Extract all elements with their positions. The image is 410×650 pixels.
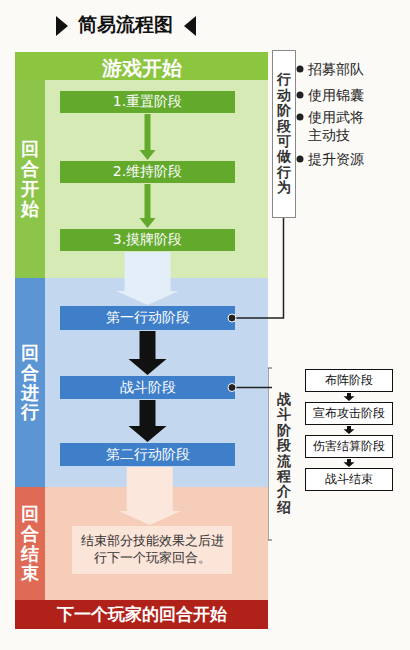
title-triangle [184,16,196,36]
step-box: 战斗结束 [305,468,393,491]
process-box: 战斗阶段 [60,376,235,399]
bullet-dot [297,66,304,73]
node-text: 3.摸牌阶段 [113,231,182,249]
process-box: 第二行动阶段 [60,443,235,466]
node-text: 行动阶段可做行为 [277,72,291,195]
note-box: 结束部分技能效果之后进行下一个玩家回合。 [72,526,232,574]
diagram-title: 简易流程图 [66,12,184,38]
connector [129,400,167,442]
connector [140,114,156,160]
connector [228,384,272,392]
connector [129,331,167,375]
process-box: 2.维持阶段 [60,161,235,183]
list-item: 提升资源 [308,150,372,168]
node-text: 战斗阶段流程介绍 [277,392,291,515]
connector [119,467,181,525]
node-text: 回合进行 [21,343,39,422]
node-text: 第一行动阶段 [106,309,190,327]
region-strip: 回合结束 [15,487,45,600]
process-box: 3.摸牌阶段 [60,229,235,251]
list-item: 使用武将主动技 [308,108,372,144]
vertical-heading: 行动阶段可做行为 [272,50,296,218]
node-text: 游戏开始 [102,55,182,82]
bullet-dot [297,114,304,121]
node-text: 2.维持阶段 [113,163,182,181]
step-box: 伤害结算阶段 [305,435,393,458]
connector [228,218,284,322]
region-strip: 回合开始 [15,80,45,278]
list-item: 使用锦囊 [308,86,372,104]
bullet-dot [297,92,304,99]
step-box: 宣布攻击阶段 [305,402,393,425]
node-text: 宣布攻击阶段 [313,405,385,422]
connector [344,393,355,401]
node-text: 结束部分技能效果之后进行下一个玩家回合。 [78,533,226,567]
connector [344,426,355,434]
node-text: 战斗阶段 [120,379,176,397]
node-text: 布阵阶段 [325,372,373,389]
node-text: 伤害结算阶段 [313,438,385,455]
node-text: 战斗结束 [325,471,373,488]
node-text: 回合结束 [21,504,39,583]
process-box: 1.重置阶段 [60,91,235,113]
connector [344,459,355,467]
node-text: 第二行动阶段 [106,446,190,464]
node-text: 1.重置阶段 [113,93,182,111]
process-box: 第一行动阶段 [60,306,235,330]
connector [117,252,179,305]
vertical-heading: 战斗阶段流程介绍 [272,362,296,545]
phase-region: 回合进行 第一行动阶段战斗阶段第二行动阶段 [15,278,268,487]
bracket-line [268,368,272,540]
phase-region: 回合开始 1.重置阶段 2.维持阶段 3.摸牌阶段 [15,80,268,278]
region-strip: 回合进行 [15,278,45,487]
end-bar: 下一个玩家的回合开始 [15,600,268,629]
connector [140,184,156,228]
node-text: 回合开始 [21,139,39,218]
step-box: 布阵阶段 [305,369,393,392]
title-triangle [56,16,68,36]
node-text: 下一个玩家的回合开始 [57,603,227,626]
bullet-dot [297,156,304,163]
list-item: 招募部队 [308,60,372,78]
